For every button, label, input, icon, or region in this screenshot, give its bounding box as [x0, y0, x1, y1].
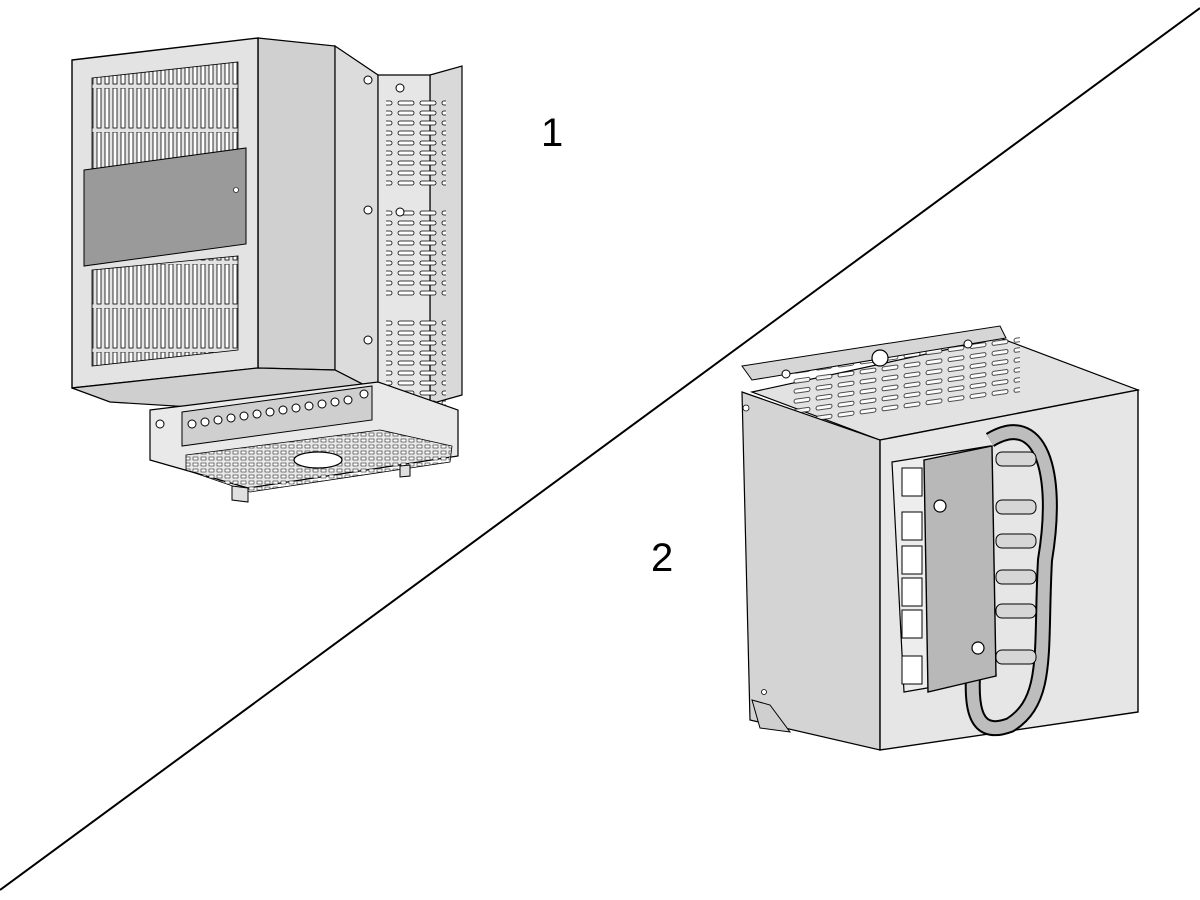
wire-stubs	[995, 451, 1037, 665]
terminal-cavities	[901, 467, 923, 685]
enclosure-unit	[71, 37, 463, 503]
item-label-1: 1	[541, 111, 564, 155]
divider-line	[0, 7, 1200, 891]
item-label-2: 2	[651, 536, 674, 580]
terminal-module-unit	[741, 325, 1141, 751]
terminal-screws	[187, 395, 353, 429]
